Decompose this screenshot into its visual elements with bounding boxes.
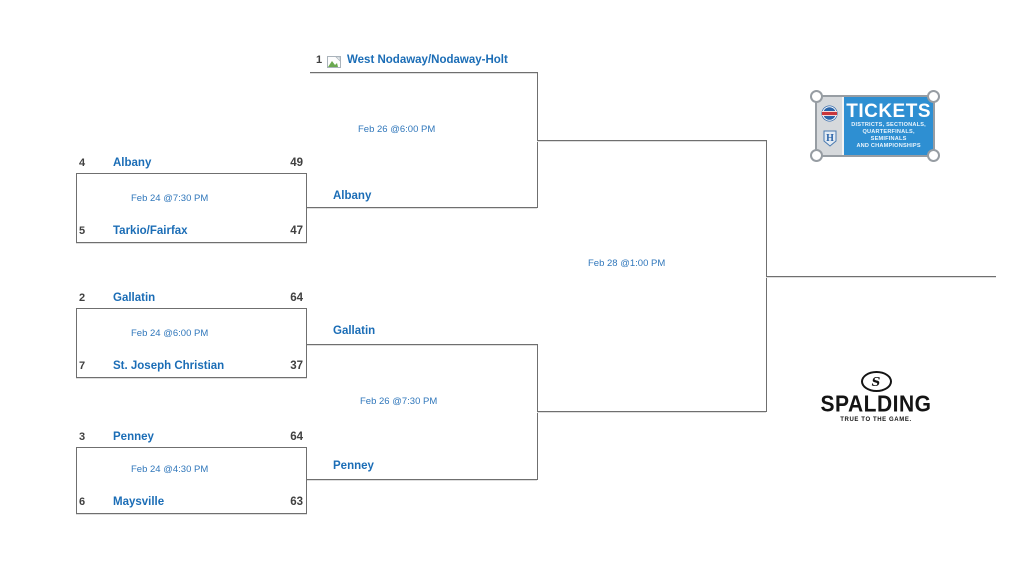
- bracket-line: [307, 479, 537, 480]
- team-score: 37: [290, 360, 303, 372]
- advancer-link-gallatin[interactable]: Gallatin: [333, 325, 376, 337]
- team-link-west-nodaway[interactable]: West Nodaway/Nodaway-Holt: [347, 54, 508, 66]
- team-score: 47: [290, 225, 303, 237]
- bracket-line: [307, 344, 537, 345]
- seed-number: 2: [79, 292, 86, 304]
- team-row: 7 St. Joseph Christian 37: [76, 360, 307, 374]
- bracket-line: [307, 207, 537, 208]
- match-box: [76, 308, 307, 378]
- spalding-tagline: TRUE TO THE GAME.: [840, 417, 912, 423]
- bracket-line: [537, 411, 766, 412]
- game-datetime: Feb 26 @6:00 PM: [358, 124, 436, 135]
- ticket-notch: [810, 90, 823, 103]
- team-link-tarkio-fairfax[interactable]: Tarkio/Fairfax: [113, 225, 188, 237]
- team-score: 49: [290, 157, 303, 169]
- team-score: 63: [290, 496, 303, 508]
- team-row: 4 Albany 49: [76, 157, 307, 171]
- champion-line: [766, 276, 996, 277]
- svg-text:H: H: [826, 133, 834, 144]
- team-row: 5 Tarkio/Fairfax 47: [76, 225, 307, 239]
- seed-number: 1: [316, 54, 323, 66]
- seed-number: 7: [79, 360, 86, 372]
- ticket-notch: [810, 149, 823, 162]
- seed-number: 6: [79, 496, 86, 508]
- tickets-banner[interactable]: H TICKETS DISTRICTS, SECTIONALS, QUARTER…: [810, 90, 940, 162]
- team-link-penney[interactable]: Penney: [113, 431, 154, 443]
- seed-number: 3: [79, 431, 86, 443]
- team-score: 64: [290, 431, 303, 443]
- ticket-notch: [927, 90, 940, 103]
- ticket-text-area: TICKETS DISTRICTS, SECTIONALS, QUARTERFI…: [844, 97, 933, 155]
- spalding-logo: S SPALDING TRUE TO THE GAME.: [812, 371, 940, 423]
- game-datetime: Feb 24 @6:00 PM: [131, 328, 209, 339]
- spalding-wordmark: SPALDING: [820, 392, 932, 417]
- game-datetime: Feb 28 @1:00 PM: [588, 258, 666, 269]
- tickets-subtitle: DISTRICTS, SECTIONALS, QUARTERFINALS, SE…: [851, 122, 926, 149]
- team-row: 3 Penney 64: [76, 431, 307, 445]
- game-datetime: Feb 26 @7:30 PM: [360, 396, 438, 407]
- team-score: 64: [290, 292, 303, 304]
- advancer-link-albany[interactable]: Albany: [333, 190, 372, 202]
- seed-number: 4: [79, 157, 86, 169]
- match-box: [76, 447, 307, 514]
- ticket-notch: [927, 149, 940, 162]
- team-link-gallatin[interactable]: Gallatin: [113, 292, 156, 304]
- broken-image-icon: [327, 55, 341, 73]
- spalding-s-icon: S: [860, 371, 892, 392]
- team-link-stjoseph-christian[interactable]: St. Joseph Christian: [113, 360, 225, 372]
- game-datetime: Feb 24 @4:30 PM: [131, 464, 209, 475]
- bracket-line: [537, 344, 538, 480]
- team-link-albany[interactable]: Albany: [113, 157, 152, 169]
- team-link-maysville[interactable]: Maysville: [113, 496, 165, 508]
- ticket-stub: H: [817, 97, 845, 155]
- seed-number: 5: [79, 225, 86, 237]
- mshsaa-seal-icon: [821, 105, 838, 122]
- tickets-title: TICKETS: [846, 101, 931, 122]
- game-datetime: Feb 24 @7:30 PM: [131, 193, 209, 204]
- team-row: 2 Gallatin 64: [76, 292, 307, 306]
- advancer-link-penney[interactable]: Penney: [333, 460, 374, 472]
- mshsaa-h-shield-icon: H: [823, 130, 837, 147]
- team-row: 6 Maysville 63: [76, 496, 307, 510]
- bracket-line: [310, 72, 537, 73]
- bracket-line: [537, 140, 766, 141]
- match-box: [76, 173, 307, 243]
